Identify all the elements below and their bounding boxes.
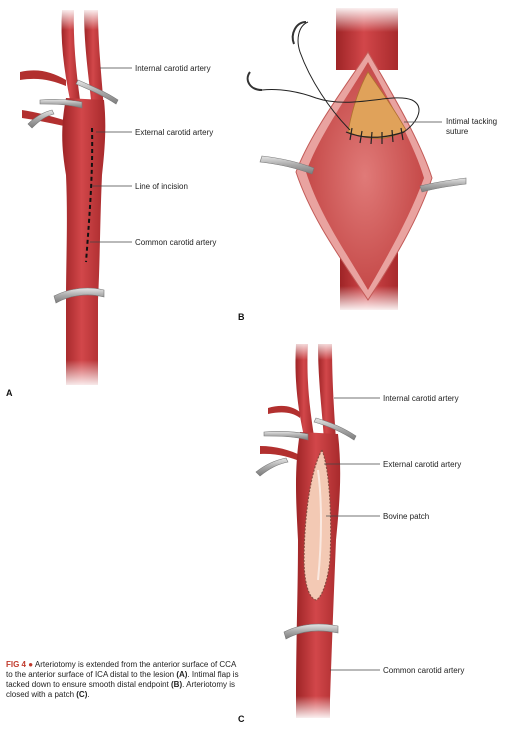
clamp-branch-a	[27, 109, 55, 129]
panel-letter-c: C	[238, 714, 245, 724]
branch-vessel-c1	[268, 405, 300, 418]
tacking-sutures-b	[345, 127, 405, 145]
label-intimal-tacking: Intimal tacking	[446, 117, 497, 126]
panel-b: Intimal tacking suture B	[238, 6, 497, 322]
fade-top-b	[330, 6, 404, 32]
leader-lines-a	[90, 67, 132, 243]
suture-threads-b	[261, 21, 420, 133]
panel-letter-b: B	[238, 312, 245, 322]
fade-top-c	[256, 340, 346, 360]
retractor-left-b	[259, 155, 315, 175]
clamp-common-c	[283, 623, 339, 640]
caption-text-1: Arteriotomy is extended from the anterio…	[6, 660, 236, 679]
caption-ref-a: (A)	[176, 670, 188, 679]
bovine-patch-c	[303, 448, 332, 601]
label-bovine-patch: Bovine patch	[383, 512, 429, 521]
label-suture: suture	[446, 127, 469, 136]
caption-fig-number: FIG 4	[6, 660, 27, 669]
branch-vessel-a1	[20, 70, 66, 86]
suture-needle-b1	[291, 21, 307, 45]
clamp-common-a	[53, 287, 105, 304]
label-internal-carotid-a: Internal carotid artery	[135, 64, 211, 73]
label-common-carotid-a: Common carotid artery	[135, 238, 216, 247]
label-internal-carotid-c: Internal carotid artery	[383, 394, 459, 403]
common-carotid-artery-a	[62, 98, 106, 385]
label-line-of-incision: Line of incision	[135, 182, 188, 191]
branch-vessel-c2	[260, 446, 302, 462]
label-common-carotid-c: Common carotid artery	[383, 666, 464, 675]
fade-bottom-a	[60, 360, 110, 388]
panel-c: Internal carotid artery External carotid…	[238, 340, 464, 724]
patch-highlight-c	[317, 469, 322, 581]
caption-ref-c: (C)	[76, 690, 88, 699]
caption-text-4: .	[87, 690, 90, 699]
fade-top-a	[10, 8, 120, 30]
internal-carotid-artery-a	[84, 10, 104, 110]
panel-a: Internal carotid artery External carotid…	[6, 8, 216, 398]
caption-text-2: . Intimal flap is tacked down to ensure …	[6, 670, 239, 689]
caption-text-3: . Arteriotomy is closed with a patch	[6, 680, 236, 699]
label-external-carotid-a: External carotid artery	[135, 128, 213, 137]
internal-carotid-artery-c	[318, 344, 336, 440]
retractor-right-b	[419, 177, 467, 193]
caption-ref-b: (B)	[171, 680, 183, 689]
clamp-external-c	[263, 431, 309, 441]
label-external-carotid-c: External carotid artery	[383, 460, 461, 469]
clamp-internal-a	[75, 79, 119, 105]
fade-bottom-c	[290, 696, 338, 720]
clamp-branch-c	[255, 457, 289, 477]
clamp-internal-c	[313, 417, 357, 441]
clamp-external-a	[39, 99, 83, 109]
figure-caption: FIG 4 ● Arteriotomy is extended from the…	[6, 660, 242, 700]
caption-bullet: ●	[28, 660, 34, 669]
suture-needle-b2	[246, 71, 263, 91]
leader-lines-c	[324, 397, 380, 671]
panel-letter-a: A	[6, 388, 13, 398]
incision-line-a	[85, 127, 94, 263]
external-carotid-artery-c	[295, 344, 314, 436]
external-carotid-artery-a	[61, 10, 80, 100]
